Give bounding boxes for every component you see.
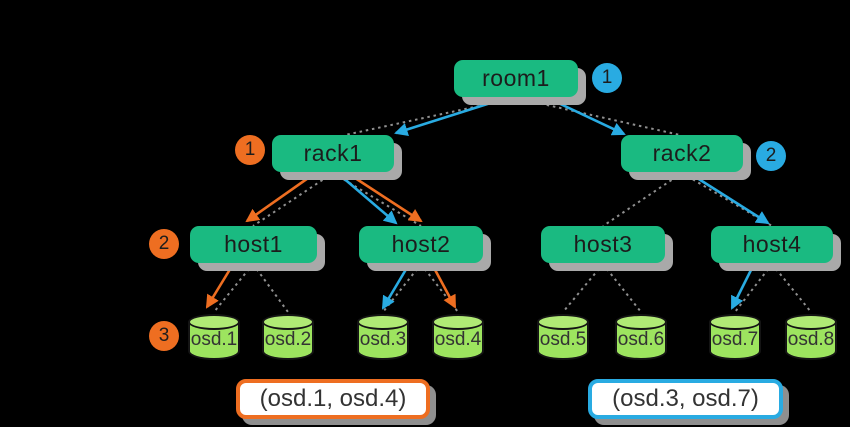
tree-dotted-edge — [344, 97, 517, 136]
node-rack2: rack2 — [621, 135, 743, 172]
tree-dotted-edge — [252, 172, 334, 227]
step-badge-orange-1: 1 — [235, 135, 265, 165]
osd-cylinder-osd.8: osd.8 — [785, 314, 837, 360]
osd-label: osd.1 — [190, 329, 238, 350]
node-rack1: rack1 — [272, 135, 394, 172]
node-label: host2 — [391, 231, 451, 257]
cylinder-top-icon — [709, 314, 761, 330]
osd-label: osd.5 — [539, 329, 587, 350]
node-room1: room1 — [454, 60, 578, 97]
step-badge-orange-2: 2 — [149, 229, 179, 259]
osd-cylinder-osd.6: osd.6 — [615, 314, 667, 360]
tree-dotted-edge — [515, 97, 681, 136]
tree-dotted-edge — [602, 172, 683, 227]
cylinder-top-icon — [188, 314, 240, 330]
orange-rule-arrow — [351, 174, 423, 223]
tree-dotted-edge — [213, 263, 254, 313]
osd-cylinder-osd.1: osd.1 — [188, 314, 240, 360]
result-box-blue: (osd.3, osd.7) — [588, 379, 783, 419]
blue-rule-arrow — [394, 98, 501, 136]
orange-rule-arrow — [245, 174, 312, 223]
node-host2: host2 — [359, 226, 483, 263]
tree-dotted-edge — [332, 172, 422, 227]
cylinder-top-icon — [537, 314, 589, 330]
node-label: host3 — [573, 231, 633, 257]
osd-label: osd.7 — [711, 329, 759, 350]
osd-cylinder-osd.3: osd.3 — [357, 314, 409, 360]
cylinder-top-icon — [432, 314, 484, 330]
tree-dotted-edge — [252, 263, 289, 313]
step-badge-blue-2: 2 — [756, 141, 786, 171]
osd-label: osd.4 — [434, 329, 482, 350]
cylinder-top-icon — [357, 314, 409, 330]
osd-label: osd.6 — [617, 329, 665, 350]
node-host1: host1 — [190, 226, 317, 263]
osd-label: osd.2 — [264, 329, 312, 350]
osd-cylinder-osd.2: osd.2 — [262, 314, 314, 360]
orange-rule-arrow — [205, 265, 234, 309]
node-host4: host4 — [711, 226, 833, 263]
node-label: rack1 — [303, 140, 363, 166]
osd-cylinder-osd.4: osd.4 — [432, 314, 484, 360]
node-label: host4 — [742, 231, 802, 257]
orange-rule-arrow — [431, 265, 457, 309]
osd-cylinder-osd.7: osd.7 — [709, 314, 761, 360]
step-badge-orange-3: 3 — [149, 321, 179, 351]
blue-rule-arrow — [381, 265, 410, 310]
node-label: room1 — [482, 65, 550, 91]
step-badge-blue-1: 1 — [592, 63, 622, 93]
tree-dotted-edge — [681, 172, 773, 227]
cylinder-top-icon — [615, 314, 667, 330]
tree-dotted-edge — [562, 263, 604, 313]
cylinder-top-icon — [262, 314, 314, 330]
blue-rule-arrow — [730, 265, 755, 310]
node-label: host1 — [224, 231, 283, 257]
cylinder-top-icon — [785, 314, 837, 330]
blue-rule-arrow — [693, 174, 770, 225]
result-box-orange: (osd.1, osd.4) — [236, 379, 430, 419]
osd-cylinder-osd.5: osd.5 — [537, 314, 589, 360]
tree-dotted-edge — [771, 263, 812, 313]
cylinder-body — [432, 322, 484, 360]
node-label: rack2 — [652, 140, 712, 166]
node-host3: host3 — [541, 226, 665, 263]
tree-dotted-edge — [602, 263, 642, 313]
tree-dotted-edge — [382, 263, 422, 313]
blue-rule-arrow — [340, 175, 398, 225]
blue-rule-arrow — [551, 98, 626, 136]
osd-label: osd.8 — [787, 329, 835, 350]
osd-label: osd.3 — [359, 329, 407, 350]
